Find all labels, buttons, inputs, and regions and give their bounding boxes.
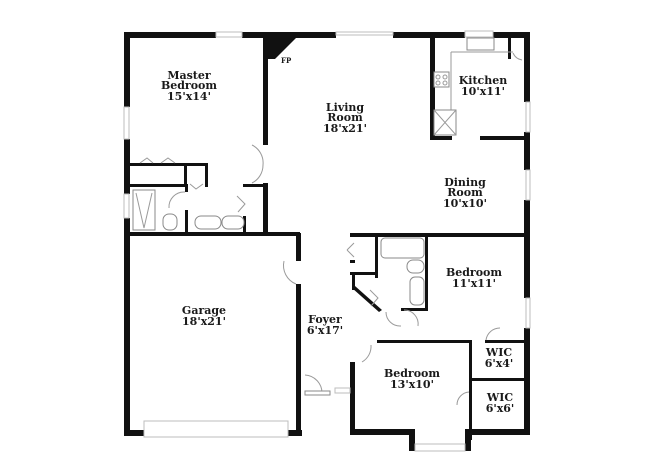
garage-size: 18'x21' bbox=[182, 315, 226, 328]
svg-text:Master: Master bbox=[167, 69, 211, 82]
living-room-size: 18'x21' bbox=[323, 122, 367, 135]
svg-text:10'x10': 10'x10' bbox=[443, 197, 487, 210]
svg-text:Bedroom: Bedroom bbox=[161, 79, 217, 92]
svg-text:WIC: WIC bbox=[485, 346, 512, 359]
master-suite-walls bbox=[130, 37, 300, 236]
svg-text:Room: Room bbox=[447, 186, 483, 199]
wic-2-size: 6'x6' bbox=[486, 402, 515, 415]
foyer-size: 6'x17' bbox=[307, 324, 343, 337]
svg-text:Bedroom: Bedroom bbox=[446, 266, 502, 279]
svg-text:Dining: Dining bbox=[444, 176, 486, 189]
svg-text:18'x21': 18'x21' bbox=[182, 315, 226, 328]
svg-text:18'x21': 18'x21' bbox=[323, 122, 367, 135]
fireplace bbox=[263, 37, 297, 59]
svg-text:Room: Room bbox=[327, 111, 363, 124]
master-bedroom-label-2: Bedroom bbox=[161, 79, 217, 92]
living-room-label-2: Room bbox=[327, 111, 363, 124]
living-room-label: Living bbox=[326, 101, 364, 114]
windows bbox=[123, 30, 531, 452]
svg-text:10'x11': 10'x11' bbox=[461, 85, 505, 98]
bedroom-wing-walls bbox=[350, 233, 530, 440]
wic-1-size: 6'x4' bbox=[485, 357, 514, 370]
fireplace-label: FP bbox=[281, 56, 292, 65]
svg-text:6'x17': 6'x17' bbox=[307, 324, 343, 337]
master-bath-fixtures bbox=[132, 144, 264, 231]
kitchen-walls bbox=[430, 37, 528, 140]
kitchen-size: 10'x11' bbox=[461, 85, 505, 98]
wic-1-label: WIC bbox=[485, 346, 512, 359]
svg-text:6'x6': 6'x6' bbox=[486, 402, 515, 415]
svg-text:Foyer: Foyer bbox=[308, 313, 342, 326]
svg-text:11'x11': 11'x11' bbox=[452, 277, 496, 290]
exterior-walls bbox=[124, 32, 530, 451]
svg-text:6'x4': 6'x4' bbox=[485, 357, 514, 370]
hall-bath-fixtures bbox=[283, 237, 501, 406]
bedroom-2-size: 11'x11' bbox=[452, 277, 496, 290]
svg-text:13'x10': 13'x10' bbox=[390, 378, 434, 391]
room-labels: Master Bedroom 15'x14' Living Room 18'x2… bbox=[161, 69, 514, 415]
master-bedroom-size: 15'x14' bbox=[167, 90, 211, 103]
svg-text:15'x14': 15'x14' bbox=[167, 90, 211, 103]
kitchen-label: Kitchen bbox=[459, 74, 508, 87]
svg-text:WIC: WIC bbox=[486, 391, 513, 404]
svg-text:Garage: Garage bbox=[182, 304, 226, 317]
svg-text:Living: Living bbox=[326, 101, 364, 114]
dining-room-label-2: Room bbox=[447, 186, 483, 199]
garage-label: Garage bbox=[182, 304, 226, 317]
bedroom-3-size: 13'x10' bbox=[390, 378, 434, 391]
wic-2-label: WIC bbox=[486, 391, 513, 404]
svg-text:Bedroom: Bedroom bbox=[384, 367, 440, 380]
svg-text:Kitchen: Kitchen bbox=[459, 74, 508, 87]
dining-room-size: 10'x10' bbox=[443, 197, 487, 210]
bedroom-3-label: Bedroom bbox=[384, 367, 440, 380]
master-bedroom-label: Master bbox=[167, 69, 211, 82]
kitchen-fixtures bbox=[433, 37, 523, 136]
bedroom-2-label: Bedroom bbox=[446, 266, 502, 279]
dining-room-label: Dining bbox=[444, 176, 486, 189]
foyer-label: Foyer bbox=[308, 313, 342, 326]
